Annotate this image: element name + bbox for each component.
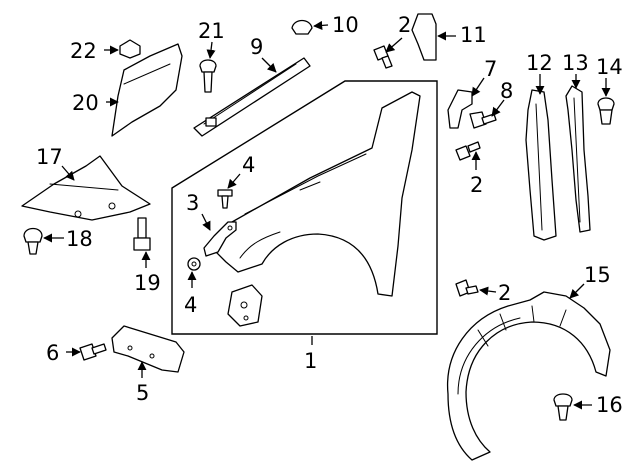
callout-3: 3 [186, 191, 199, 215]
callout-6: 6 [46, 341, 59, 365]
leader-lines [43, 20, 611, 410]
leader-15 [569, 283, 585, 299]
fender-bracket-3[interactable] [203, 221, 237, 257]
callout-18: 18 [66, 227, 93, 251]
strip-9[interactable] [193, 57, 311, 137]
callout-2-mid: 2 [470, 173, 483, 197]
callout-12: 12 [526, 51, 553, 75]
bolt-2-mid[interactable] [455, 141, 481, 161]
callout-20: 20 [72, 91, 99, 115]
callout-labels: 1 2 2 2 3 4 4 5 6 7 8 9 10 11 12 13 14 1… [36, 13, 623, 417]
panel-12[interactable] [525, 89, 557, 241]
callout-10: 10 [332, 13, 359, 37]
callout-1: 1 [304, 349, 317, 373]
fender-assembly-frame [171, 80, 438, 335]
seal-11[interactable] [411, 13, 437, 61]
callout-22: 22 [70, 39, 97, 63]
callout-19: 19 [134, 271, 161, 295]
callout-9: 9 [250, 35, 263, 59]
screw-4-upper[interactable] [217, 189, 233, 209]
leader-4a [227, 173, 241, 189]
callout-8: 8 [500, 79, 513, 103]
clip-21[interactable] [199, 59, 217, 93]
leader-2a [385, 37, 403, 53]
leader-2c [479, 286, 497, 296]
callout-7: 7 [484, 57, 497, 81]
callout-2-top: 2 [398, 13, 411, 37]
callout-21: 21 [198, 19, 225, 43]
shield-20[interactable] [111, 43, 183, 137]
leader-21 [206, 41, 216, 59]
leader-10 [313, 20, 329, 30]
leader-8 [491, 99, 505, 117]
callout-2-lower: 2 [498, 281, 511, 305]
leader-17 [61, 165, 75, 181]
bolt-19[interactable] [133, 217, 151, 251]
bolt-2-lower[interactable] [455, 279, 479, 297]
bolt-6[interactable] [79, 343, 107, 361]
lower-bracket-5[interactable] [111, 325, 185, 373]
callout-16: 16 [596, 393, 623, 417]
fender-liner-15[interactable] [446, 291, 611, 461]
callout-4-upper: 4 [242, 153, 255, 177]
callout-13: 13 [562, 51, 589, 75]
callout-17: 17 [36, 145, 63, 169]
leader-9 [261, 57, 277, 73]
panel-13[interactable] [565, 85, 591, 233]
clip-10[interactable] [291, 19, 313, 35]
clip-14[interactable] [597, 97, 615, 125]
callout-15: 15 [584, 263, 611, 287]
fender-panel[interactable] [213, 91, 421, 327]
leader-7 [471, 77, 485, 97]
screw-4-lower[interactable] [187, 257, 201, 271]
callout-14: 14 [596, 55, 623, 79]
callout-5: 5 [136, 381, 149, 405]
callout-11: 11 [460, 23, 487, 47]
leader-3 [201, 213, 211, 231]
clip-16[interactable] [553, 393, 573, 421]
bracket-7[interactable] [447, 89, 473, 129]
callout-4-lower: 4 [184, 293, 197, 317]
clip-18[interactable] [23, 227, 43, 255]
bolt-8[interactable] [469, 111, 497, 129]
nut-22[interactable] [119, 39, 141, 59]
bolt-2-top[interactable] [373, 45, 393, 69]
